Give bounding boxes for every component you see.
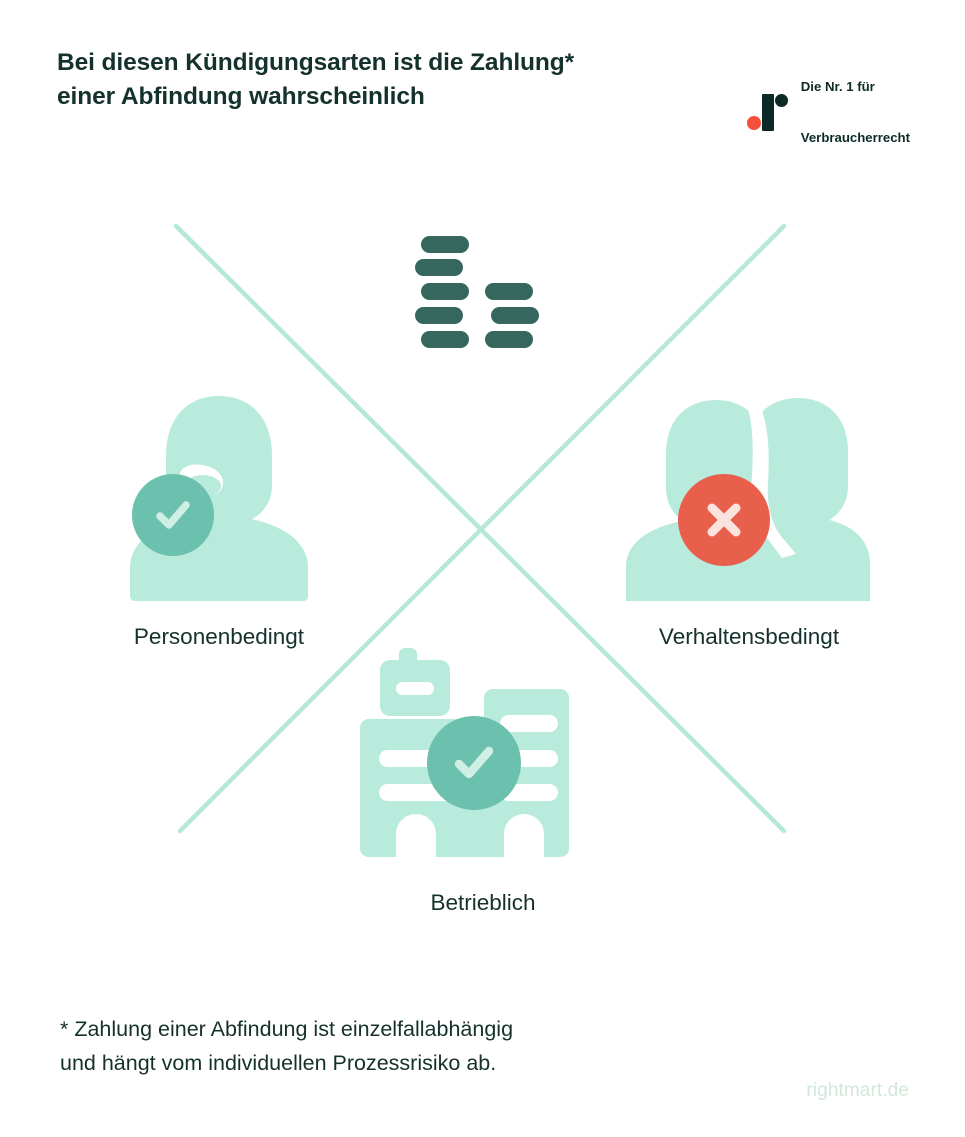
node-label-verhaltensbedingt: Verhaltensbedingt	[658, 624, 840, 649]
footnote: * Zahlung einer Abfindung ist einzelfall…	[60, 1012, 700, 1080]
logo-dot-dark-icon	[774, 94, 788, 107]
coin-stacks-icon	[415, 236, 545, 351]
page-title-line-2: einer Abfindung wahrscheinlich	[57, 83, 425, 110]
logo-tagline: Die Nr. 1 für Verbraucherrecht	[801, 44, 910, 180]
footnote-line-1: * Zahlung einer Abfindung ist einzelfall…	[60, 1017, 514, 1041]
brand-logo: Die Nr. 1 für Verbraucherrecht	[746, 44, 910, 180]
node-verhaltensbedingt: Verhaltensbedingt	[618, 390, 880, 649]
node-label-betrieblich: Betrieblich	[430, 890, 536, 915]
watermark: rightmart.de	[806, 1080, 909, 1101]
coin-left-1	[421, 236, 469, 253]
node-label-personenbedingt: Personenbedingt	[133, 624, 305, 649]
logo-tagline-line-2: Verbraucherrecht	[800, 130, 910, 145]
status-badge-cross	[678, 474, 770, 566]
person-silhouette-icon	[88, 390, 350, 602]
factory-building-icon	[352, 648, 614, 860]
status-badge-check	[427, 716, 521, 810]
logo-tagline-line-1: Die Nr. 1 für	[800, 79, 875, 94]
node-personenbedingt: Personenbedingt	[88, 390, 350, 649]
logo-bar-shape	[761, 94, 774, 131]
page-title-line-1: Bei diesen Kündigungsarten ist die Zahlu…	[57, 49, 575, 76]
footnote-line-2: und hängt vom individuellen Prozessrisik…	[60, 1051, 497, 1075]
two-people-silhouette-icon	[618, 390, 880, 602]
coin-right-1	[485, 283, 533, 300]
logo-dot-red-icon	[746, 116, 761, 130]
coin-left-2	[415, 259, 463, 276]
node-betrieblich: Betrieblich	[352, 648, 614, 915]
logo-mark-icon	[746, 91, 790, 133]
status-badge-check	[132, 474, 214, 556]
coin-left-3	[421, 283, 469, 300]
coin-left-5	[421, 331, 469, 348]
coin-left-4	[415, 307, 463, 324]
coin-right-3	[485, 331, 533, 348]
coin-right-2	[491, 307, 539, 324]
page-title: Bei diesen Kündigungsarten ist die Zahlu…	[57, 46, 657, 114]
